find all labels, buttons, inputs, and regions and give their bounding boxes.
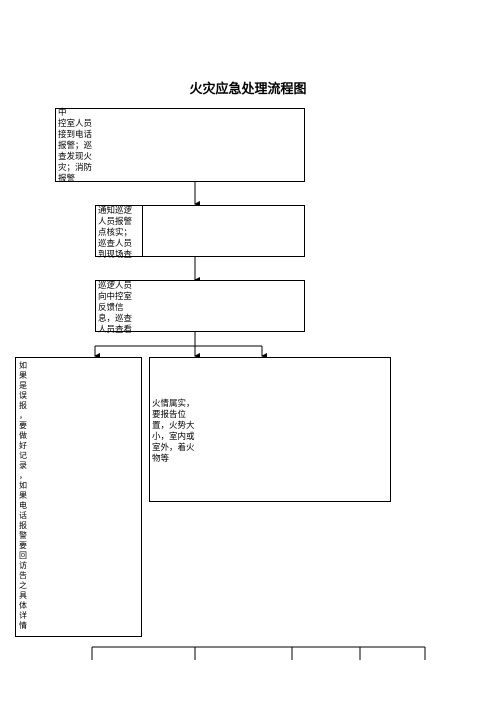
step2-box <box>95 205 305 257</box>
left-branch-text: 如 果 是 误 报 ， 要 做 好 记 录 ， 如 果 电 话 报 警 要 回 … <box>19 361 27 630</box>
step2-text: 通知巡逻 人员报警 点核实； 巡查人员 到现场查 <box>98 206 133 260</box>
step1-box <box>55 108 305 182</box>
step1-text: 中 控室人员 接到电话 报警；巡 查发现火 灾；消防 报警 <box>58 108 93 184</box>
right-branch-box <box>149 357 391 502</box>
left-branch-box <box>15 357 142 637</box>
step3-text: 巡逻人员 向中控室 反馈信 息，巡查 人员查看 <box>98 281 133 335</box>
right-branch-text: 火情属实， 要报告位 置，火势大 小，室内或 室外，着火 物等 <box>152 399 195 464</box>
step2-text-cell <box>95 205 143 257</box>
page-title: 火灾应急处理流程图 <box>189 82 307 97</box>
step3-box <box>95 280 305 332</box>
